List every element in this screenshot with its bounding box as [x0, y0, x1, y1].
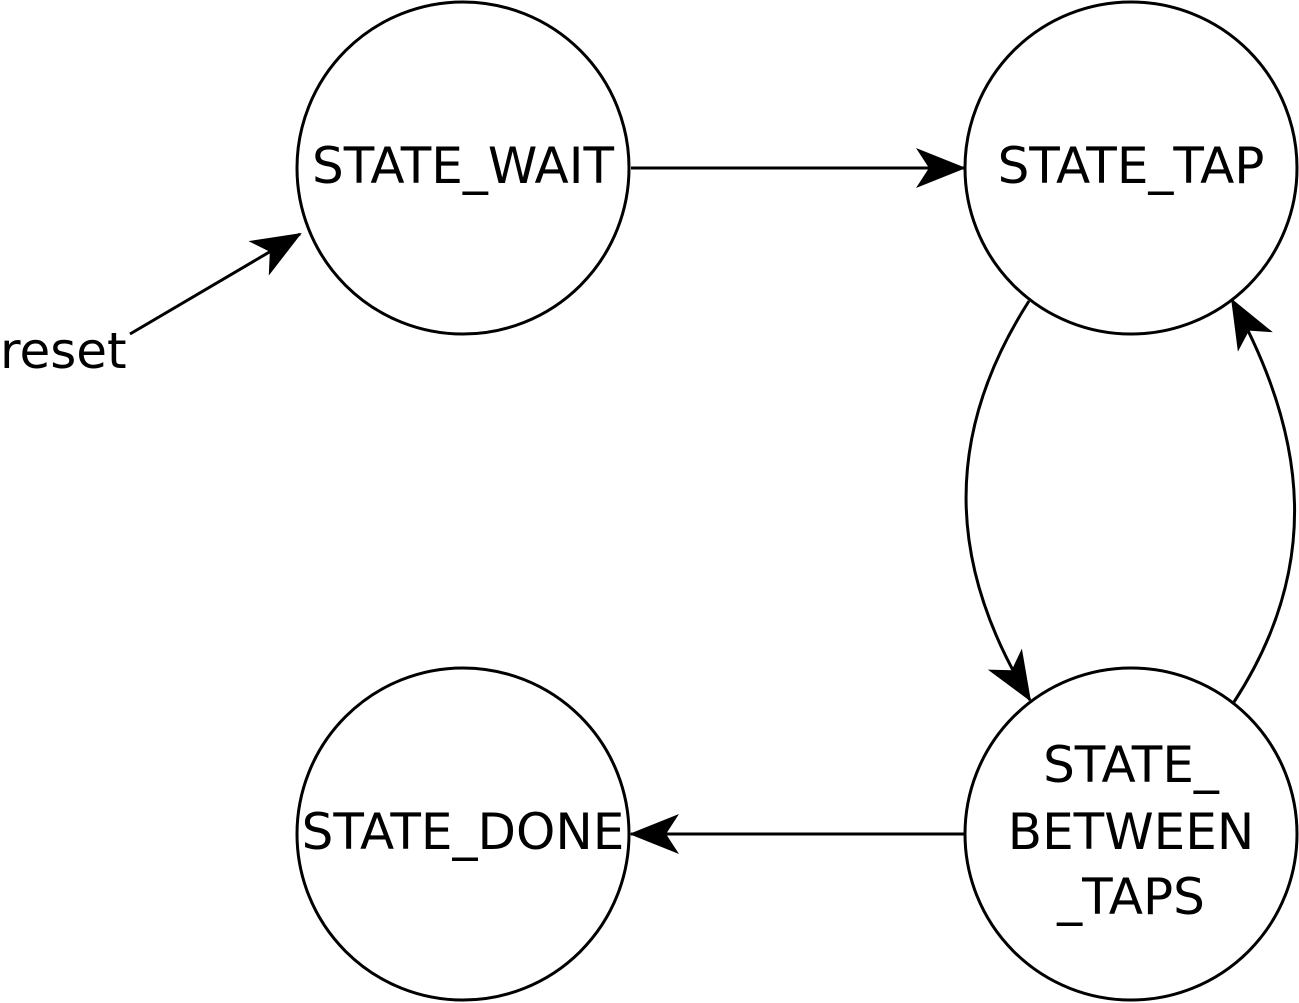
state-done-circle	[295, 666, 631, 1002]
state-between-taps-circle	[963, 666, 1299, 1002]
state-tap-node: STATE_TAP	[963, 0, 1299, 336]
reset-label: reset	[0, 322, 127, 380]
state-tap-circle	[963, 0, 1299, 336]
state-between-taps-label-line3: _TAPS	[1056, 868, 1205, 926]
state-done-node: STATE_DONE	[295, 666, 631, 1002]
state-wait-node: STATE_WAIT	[295, 0, 631, 336]
state-between-taps-label-line2: BETWEEN	[1008, 803, 1254, 861]
state-done-label: STATE_DONE	[302, 803, 625, 861]
state-wait-label: STATE_WAIT	[312, 137, 615, 195]
state-wait-circle	[295, 0, 631, 336]
state-between-taps-node: STATE_ BETWEEN _TAPS	[963, 666, 1299, 1002]
edge-reset-to-wait	[129, 232, 302, 336]
state-tap-label: STATE_TAP	[998, 137, 1265, 195]
edge-tap-to-between	[964, 300, 1032, 702]
edge-between-to-tap	[1230, 298, 1296, 703]
state-between-taps-label-line1: STATE_	[1043, 736, 1220, 794]
